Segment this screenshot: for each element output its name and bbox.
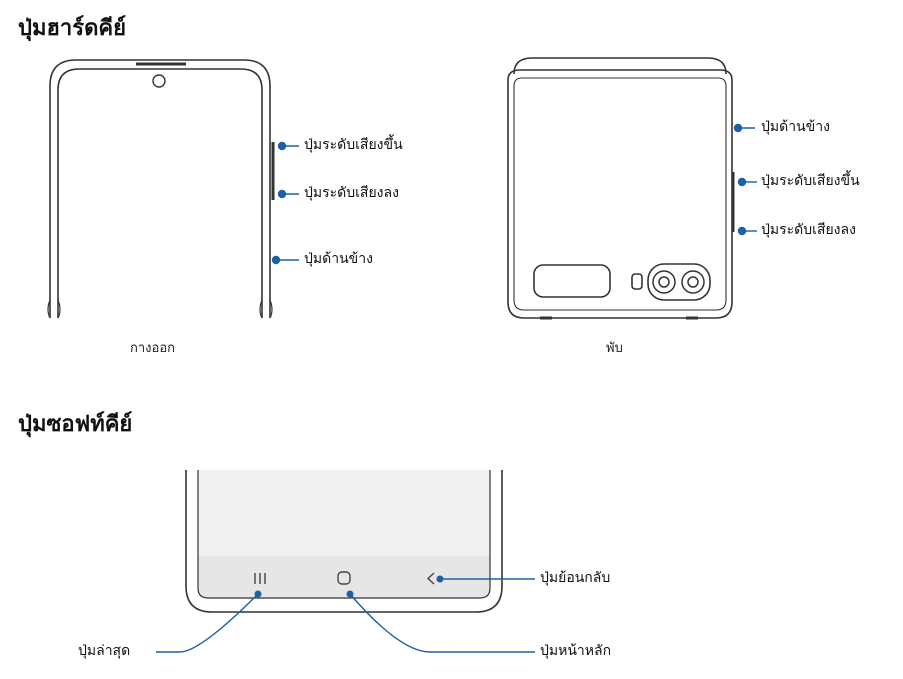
unfolded-caption: กางออก xyxy=(130,341,176,356)
unfolded-volume-down-label: ปุ่มระดับเสียงลง xyxy=(304,185,399,201)
soft-keys-heading: ปุ่มซอฟท์คีย์ xyxy=(18,412,133,437)
unfolded-side-key-label: ปุ่มด้านข้าง xyxy=(304,251,373,267)
folded-side-key-label: ปุ่มด้านข้าง xyxy=(761,119,830,135)
front-camera-icon xyxy=(152,74,166,88)
recents-icon xyxy=(254,573,266,584)
folded-volume-down-label: ปุ่มระดับเสียงลง xyxy=(761,222,856,238)
home-icon xyxy=(337,571,351,585)
folded-caption: พับ xyxy=(606,341,623,356)
home-button-label: ปุ่มหน้าหลัก xyxy=(540,643,612,659)
recents-button-label: ปุ่มล่าสุด xyxy=(78,643,131,659)
unfolded-volume-up-label: ปุ่มระดับเสียงขึ้น xyxy=(304,137,403,153)
hard-keys-heading: ปุ่มฮาร์ดคีย์ xyxy=(18,16,126,41)
back-button-label: ปุ่มย้อนกลับ xyxy=(540,570,611,586)
camera-lens-icon xyxy=(652,270,676,294)
back-icon xyxy=(426,572,435,585)
folded-volume-up-label: ปุ่มระดับเสียงขึ้น xyxy=(761,173,860,189)
camera-lens-icon xyxy=(681,270,705,294)
